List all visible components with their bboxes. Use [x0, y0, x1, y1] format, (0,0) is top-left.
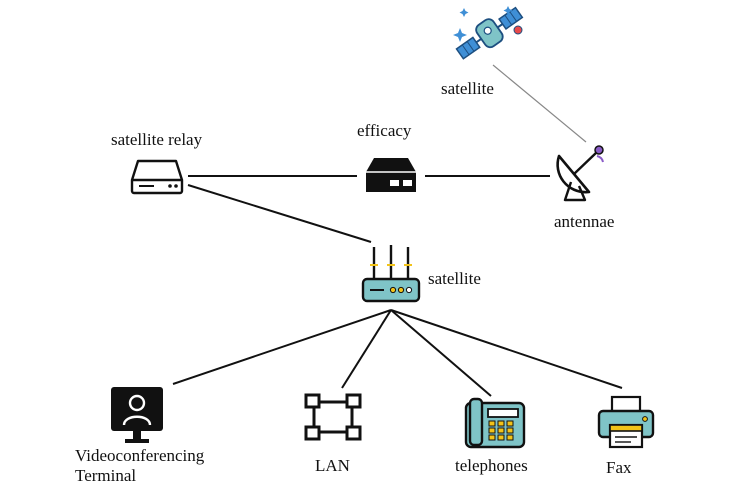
antennae-label: antennae — [554, 212, 615, 231]
hard-drive-icon — [130, 159, 184, 195]
telephones-label: telephones — [455, 456, 528, 475]
satellite-top-node — [450, 2, 530, 64]
edge-router-fax — [390, 309, 623, 389]
satellite-top-label: satellite — [441, 79, 494, 98]
satellite-relay-node — [130, 158, 184, 196]
edge-router-telephones — [390, 309, 492, 397]
fax-node — [597, 395, 655, 451]
efficacy-node — [360, 156, 422, 196]
modem-icon — [366, 158, 416, 192]
monitor-user-icon — [111, 387, 163, 443]
fax-label: Fax — [606, 458, 632, 477]
satellite-router-node — [360, 243, 422, 305]
satellite-relay-label: satellite relay — [111, 130, 203, 149]
edge-router-videoconf — [172, 309, 392, 385]
lan-node — [304, 393, 362, 441]
telephone-icon — [464, 397, 526, 449]
edge-satellite-antennae — [492, 64, 587, 143]
fax-printer-icon — [597, 395, 655, 449]
edge-router-lan — [341, 309, 392, 389]
lan-label: LAN — [315, 456, 350, 475]
efficacy-label: efficacy — [357, 121, 412, 140]
videoconferencing-label-line2: Terminal — [75, 466, 137, 485]
edge-relay-router — [187, 184, 372, 243]
router-icon — [361, 245, 421, 303]
videoconferencing-label-line1: Videoconferencing — [75, 446, 205, 465]
satellite-dish-icon — [556, 145, 604, 202]
videoconferencing-node — [109, 385, 165, 445]
lan-square-icon — [304, 393, 362, 441]
antennae-node — [551, 142, 613, 204]
satellite-icon — [453, 6, 524, 60]
satellite-router-label: satellite — [428, 269, 481, 288]
telephones-node — [464, 397, 526, 449]
